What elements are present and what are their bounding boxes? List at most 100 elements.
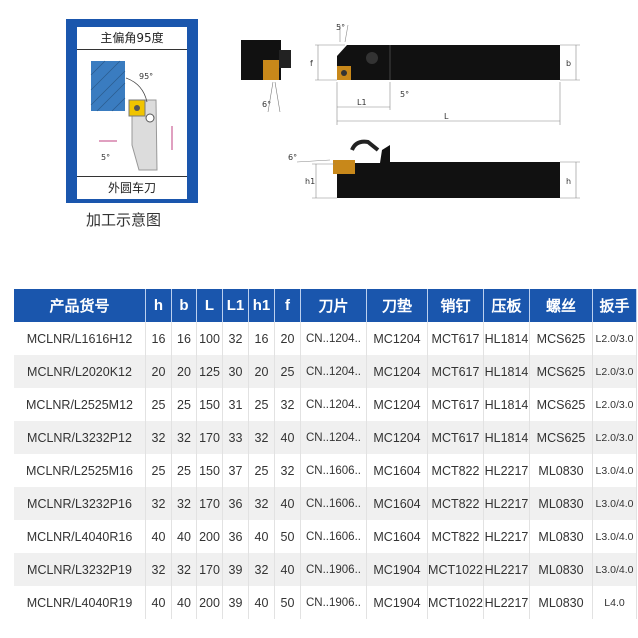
table-cell: 32 <box>145 487 172 520</box>
table-cell: MCLNR/L4040R16 <box>14 520 146 553</box>
tool-holder-drawing: 6° 5° 5° f b L1 L 6° h1 h <box>241 23 580 199</box>
table-cell: 25 <box>274 355 301 388</box>
table-cell: MC1204 <box>366 421 428 454</box>
table-cell: MCLNR/L2525M16 <box>14 454 146 487</box>
table-cell: 39 <box>222 553 249 586</box>
tool-type-caption: 外圆车刀 <box>77 176 187 199</box>
dim-L-label: L <box>444 112 449 121</box>
table-cell: 40 <box>171 586 197 619</box>
table-cell: 170 <box>196 487 223 520</box>
table-cell: 40 <box>248 520 275 553</box>
table-cell: 31 <box>222 388 249 421</box>
table-cell: 40 <box>274 421 301 454</box>
machining-diagram: 主偏角95度 95° 5° 外圆车刀 <box>66 19 198 203</box>
column-header: 螺丝 <box>529 289 593 322</box>
table-cell: 32 <box>171 487 197 520</box>
table-cell: 40 <box>248 586 275 619</box>
table-cell: CN..1906.. <box>300 586 367 619</box>
table-cell: L3.0/4.0 <box>592 553 637 586</box>
table-cell: CN..1606.. <box>300 487 367 520</box>
table-cell: MCT822 <box>427 487 484 520</box>
table-cell: MCS625 <box>529 421 593 454</box>
table-cell: L2.0/3.0 <box>592 388 637 421</box>
table-cell: 25 <box>248 454 275 487</box>
table-cell: MCT822 <box>427 454 484 487</box>
table-cell: 150 <box>196 454 223 487</box>
column-header: 销钉 <box>427 289 484 322</box>
table-cell: 20 <box>171 355 197 388</box>
table-cell: 16 <box>248 322 275 355</box>
table-cell: MCT617 <box>427 421 484 454</box>
column-header: 压板 <box>483 289 530 322</box>
table-cell: CN..1906.. <box>300 553 367 586</box>
turning-illustration: 95° 5° <box>90 60 173 171</box>
table-cell: L3.0/4.0 <box>592 487 637 520</box>
table-cell: 32 <box>274 454 301 487</box>
table-cell: MC1204 <box>366 322 428 355</box>
table-cell: MCS625 <box>529 322 593 355</box>
table-cell: HL2217 <box>483 487 530 520</box>
dim-h-label: h <box>566 177 571 186</box>
table-cell: ML0830 <box>529 553 593 586</box>
table-cell: 200 <box>196 586 223 619</box>
table-cell: 170 <box>196 421 223 454</box>
column-header: 扳手 <box>592 289 637 322</box>
table-cell: MCLNR/L2020K12 <box>14 355 146 388</box>
table-cell: 20 <box>248 355 275 388</box>
table-cell: MC1604 <box>366 454 428 487</box>
column-header: 刀片 <box>300 289 367 322</box>
table-cell: 37 <box>222 454 249 487</box>
table-cell: 40 <box>171 520 197 553</box>
dim-L1-label: L1 <box>357 98 367 107</box>
table-cell: CN..1204.. <box>300 388 367 421</box>
table-cell: 30 <box>222 355 249 388</box>
table-cell: L2.0/3.0 <box>592 355 637 388</box>
table-cell: 32 <box>145 421 172 454</box>
table-cell: HL1814 <box>483 355 530 388</box>
table-cell: 50 <box>274 520 301 553</box>
table-cell: 170 <box>196 553 223 586</box>
table-cell: 40 <box>274 553 301 586</box>
table-cell: L3.0/4.0 <box>592 520 637 553</box>
table-cell: MCS625 <box>529 355 593 388</box>
angle-6-label: 6° <box>262 100 271 109</box>
table-cell: HL1814 <box>483 421 530 454</box>
table-cell: 32 <box>222 322 249 355</box>
table-cell: MCT617 <box>427 355 484 388</box>
table-cell: MCT617 <box>427 322 484 355</box>
table-cell: MCLNR/L1616H12 <box>14 322 146 355</box>
table-cell: MC1604 <box>366 487 428 520</box>
table-cell: 25 <box>248 388 275 421</box>
dim-b-label: b <box>566 59 571 68</box>
table-cell: 150 <box>196 388 223 421</box>
dim-h1-label: h1 <box>305 177 315 186</box>
table-cell: MCLNR/L3232P19 <box>14 553 146 586</box>
table-cell: 40 <box>274 487 301 520</box>
table-cell: MCLNR/L3232P12 <box>14 421 146 454</box>
table-cell: CN..1606.. <box>300 520 367 553</box>
table-cell: MC1904 <box>366 553 428 586</box>
table-cell: ML0830 <box>529 487 593 520</box>
table-cell: 39 <box>222 586 249 619</box>
column-header: h <box>145 289 172 322</box>
table-cell: HL2217 <box>483 454 530 487</box>
table-cell: 32 <box>145 553 172 586</box>
angle-95-label: 95° <box>139 72 153 81</box>
angle-5-label: 5° <box>101 153 110 162</box>
column-header: 产品货号 <box>14 289 146 322</box>
table-cell: 25 <box>145 454 172 487</box>
table-cell: HL1814 <box>483 322 530 355</box>
dim-f-label: f <box>310 59 313 68</box>
table-cell: HL1814 <box>483 388 530 421</box>
table-cell: 16 <box>145 322 172 355</box>
table-cell: MCT1022 <box>427 586 484 619</box>
table-cell: MCLNR/L2525M12 <box>14 388 146 421</box>
table-cell: MC1204 <box>366 355 428 388</box>
table-cell: 100 <box>196 322 223 355</box>
